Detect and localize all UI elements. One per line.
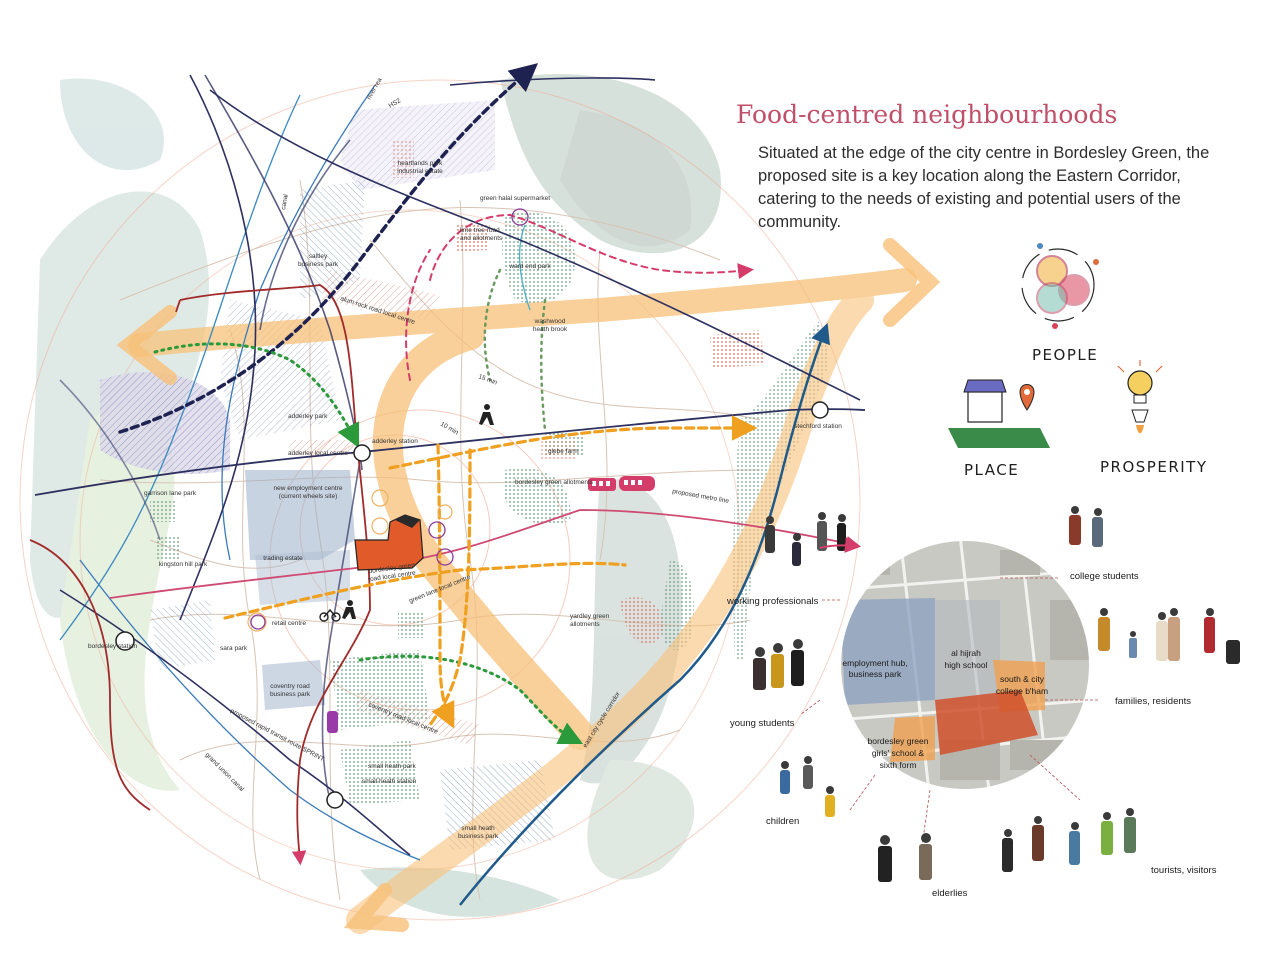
- zoom-al-hijrah-2: high school: [944, 660, 987, 670]
- supermarket-icons: [250, 208, 529, 733]
- red-roads: [29, 284, 371, 866]
- label-small-heath-station: small heath station: [362, 778, 417, 785]
- metro-line: [109, 509, 861, 599]
- label-lime-tree: lime tree road: [460, 227, 500, 234]
- label-canal: canal: [280, 193, 290, 210]
- zoom-south-city-2: college b'ham: [996, 686, 1048, 696]
- pillar-people: PEOPLE: [1032, 346, 1099, 364]
- label-children: children: [766, 816, 799, 827]
- zoom-bg-girls-2: girls' school &: [872, 748, 925, 758]
- label-adderley-park: adderley park: [288, 413, 328, 420]
- zoom-bg-girls-3: sixth form: [880, 760, 917, 770]
- label-river-rea: river rea: [366, 77, 384, 101]
- orange-arrowheads: [116, 238, 941, 932]
- label-garrison-lane: garrison lane park: [144, 490, 197, 497]
- label-lime-allotments: and allotments: [460, 235, 503, 242]
- label-yardley-allotments: allotments: [570, 621, 600, 628]
- train-icon: [588, 476, 655, 491]
- zoom-al-hijrah-1: al hijrah: [951, 648, 981, 658]
- label-elderlies: elderlies: [932, 888, 968, 899]
- figures-tourists: [1002, 808, 1136, 872]
- zoom-employment-hub: employment hub,: [842, 658, 907, 668]
- label-sprint: proposed rapid transit route SPRINT: [229, 708, 325, 764]
- label-yardley-green: yardley green: [570, 613, 610, 620]
- label-10min: 10 min: [439, 421, 460, 437]
- figures-working-professionals: [765, 512, 861, 566]
- label-saltley: saltley: [309, 253, 328, 260]
- figures-elderlies: [878, 833, 932, 882]
- label-coventry-road: coventry road: [270, 683, 310, 690]
- label-new-employment: new employment centre: [273, 485, 342, 492]
- zoom-bg-girls-1: bordesley green: [868, 736, 929, 746]
- cycling-icon: [319, 608, 341, 622]
- label-coventry-business: business park: [270, 691, 311, 698]
- people-icon: [1021, 243, 1099, 329]
- label-small-heath: small heath: [461, 825, 495, 832]
- proposed-site: [354, 514, 424, 571]
- zoom-circle: employment hub, business park al hijrah …: [799, 539, 1100, 861]
- label-adderley-local: adderley local centre: [288, 450, 348, 457]
- label-green-halal: green halal supermarket: [480, 195, 550, 202]
- user-group-labels: college students working professionals f…: [726, 571, 1217, 899]
- label-industrial-estate: industrial estate: [397, 168, 443, 175]
- label-small-heath-business: business park: [458, 833, 499, 840]
- dashed-routes: [118, 63, 758, 745]
- label-saltley-business: business park: [298, 261, 339, 268]
- label-bordesley-station: bordesley station: [88, 643, 138, 650]
- figures-families: [1098, 608, 1240, 664]
- label-small-heath-park: small heath park: [368, 763, 416, 770]
- page-title: Food-centred neighbourhoods: [736, 100, 1118, 129]
- prosperity-icon: [1117, 360, 1163, 434]
- zoom-south-city-1: south & city: [1000, 674, 1045, 684]
- label-college-students: college students: [1070, 571, 1139, 582]
- label-tourists: tourists, visitors: [1151, 865, 1217, 876]
- intro-paragraph: Situated at the edge of the city centre …: [758, 144, 1210, 231]
- zoom-business-park: business park: [849, 669, 902, 679]
- pillar-prosperity: PROSPERITY: [1100, 458, 1208, 476]
- walking-icon: [342, 404, 494, 619]
- place-icon: [948, 379, 1050, 448]
- label-trading-estate: trading estate: [263, 555, 303, 562]
- label-kingston-hill: kingston hill park: [159, 561, 208, 568]
- label-heath-brook: heath brook: [533, 326, 568, 333]
- label-heartlands-park: heartlands park: [398, 160, 444, 167]
- people-figures: [753, 506, 1240, 882]
- label-retail-centre: retail centre: [272, 620, 306, 627]
- label-adderley-station: adderley station: [372, 438, 418, 445]
- label-sara-park: sara park: [220, 645, 248, 652]
- label-15min: 15 min: [477, 373, 498, 386]
- label-proposed-metro: proposed metro line: [672, 488, 730, 505]
- figures-children: [780, 756, 835, 817]
- label-bg-allotments: bordesley green allotments: [515, 479, 594, 486]
- label-families: families, residents: [1115, 696, 1191, 707]
- stations: [115, 401, 829, 809]
- label-stechford-station: stechford station: [794, 423, 842, 430]
- label-ward-end: ward end park: [508, 263, 551, 270]
- local-centre-markers: [247, 489, 453, 632]
- figures-young-students: [753, 639, 804, 690]
- label-glebe-farm: glebe farm: [548, 448, 579, 455]
- pillar-place: PLACE: [964, 461, 1020, 479]
- label-grand-union: grand union canal: [204, 751, 246, 793]
- label-young-students: young students: [730, 718, 795, 729]
- figures-college-students: [1069, 506, 1103, 547]
- label-working-professionals: working professionals: [726, 596, 819, 607]
- label-current-wheels: (current wheels site): [279, 493, 338, 500]
- label-washwood: washwood: [534, 318, 566, 325]
